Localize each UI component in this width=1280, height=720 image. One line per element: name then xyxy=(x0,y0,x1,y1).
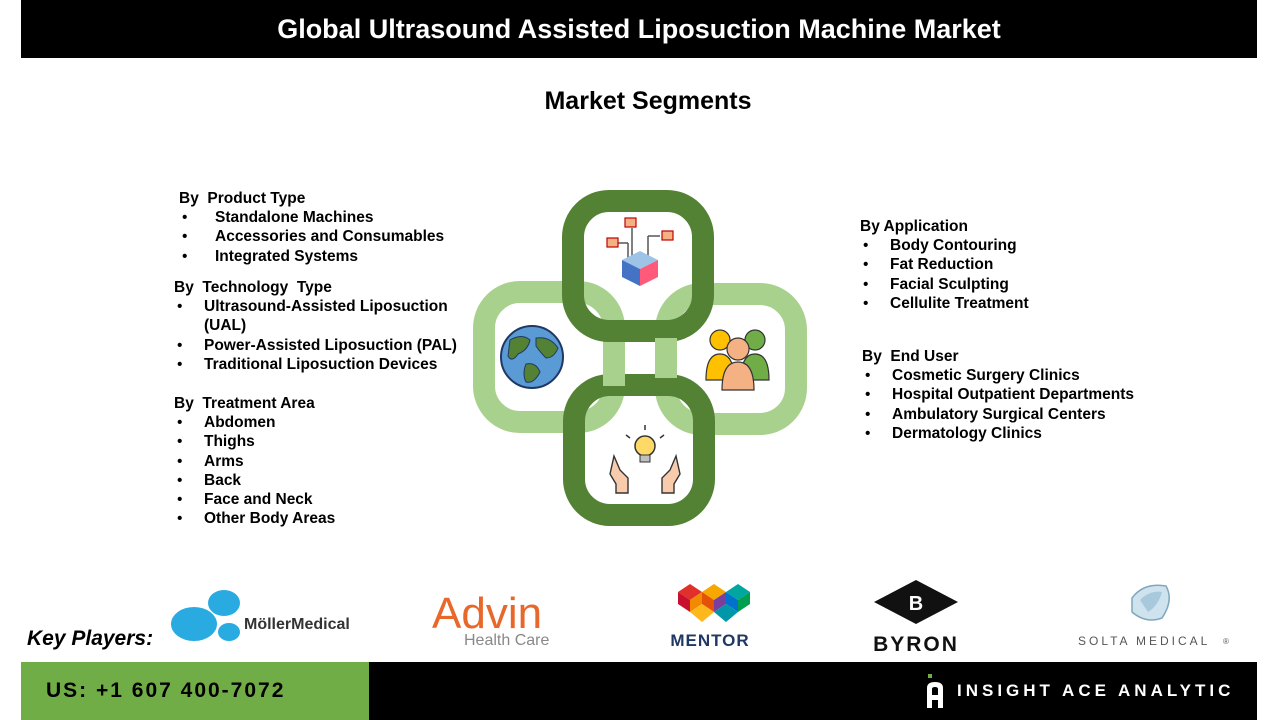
brand-name: INSIGHT ACE ANALYTIC xyxy=(957,681,1235,700)
segment-item: Dermatology Clinics xyxy=(862,424,1134,443)
segment-heading: By End User xyxy=(862,348,959,365)
segment-item: Cosmetic Surgery Clinics xyxy=(862,366,1134,385)
byron-logo: B BYRON xyxy=(868,576,964,656)
segment-heading: By Product Type xyxy=(179,190,306,207)
segment-item: Hospital Outpatient Departments xyxy=(862,385,1134,404)
segment-treatment-area: By Treatment Area Abdomen Thighs Arms Ba… xyxy=(174,394,335,529)
cube-network-icon xyxy=(606,217,674,286)
moller-medical-name: MöllerMedical xyxy=(244,616,350,633)
footer-phone-box: US: +1 607 400-7072 xyxy=(21,662,369,720)
mentor-logo: MENTOR xyxy=(664,578,756,653)
advin-name: Advin xyxy=(432,589,542,638)
segment-item: Fat Reduction xyxy=(860,255,1029,274)
segment-item: Power-Assisted Liposuction (PAL) xyxy=(174,336,474,355)
segment-item: Traditional Liposuction Devices xyxy=(174,355,474,374)
solta-name: SOLTA xyxy=(1078,634,1131,648)
contact-phone[interactable]: US: +1 607 400-7072 xyxy=(46,679,286,702)
segment-item: Thighs xyxy=(174,432,335,451)
byron-name: BYRON xyxy=(873,633,959,656)
segment-item: Ambulatory Surgical Centers xyxy=(862,405,1134,424)
ring-bottom xyxy=(563,374,715,526)
segments-diagram xyxy=(473,190,807,526)
segment-product-type: By Product Type Standalone Machines Acce… xyxy=(179,189,444,266)
segment-item: Facial Sculpting xyxy=(860,275,1029,294)
advin-logo: Advin Health Care xyxy=(430,583,570,653)
mentor-name: MENTOR xyxy=(670,631,749,650)
page-title: Global Ultrasound Assisted Liposuction M… xyxy=(277,13,1001,44)
segment-item: Other Body Areas xyxy=(174,509,335,528)
segment-item: Body Contouring xyxy=(860,236,1029,255)
idea-hands-icon xyxy=(609,425,681,494)
ring-top xyxy=(562,190,714,342)
insight-ace-mark-icon xyxy=(927,674,943,708)
segment-item: Integrated Systems xyxy=(179,247,444,266)
solta-subtitle: MEDICAL xyxy=(1136,634,1210,648)
segment-item: Arms xyxy=(174,452,335,471)
title-bar: Global Ultrasound Assisted Liposuction M… xyxy=(21,0,1257,58)
segment-item: Accessories and Consumables xyxy=(179,227,444,246)
solta-trademark: ® xyxy=(1223,637,1229,646)
segment-end-user: By End User Cosmetic Surgery Clinics Hos… xyxy=(862,347,1134,443)
brand-logo: INSIGHT ACE ANALYTIC xyxy=(925,674,1234,708)
section-subtitle: Market Segments xyxy=(544,87,752,115)
segment-item: Ultrasound-Assisted Liposuction (UAL) xyxy=(174,297,474,335)
segment-item: Back xyxy=(174,471,335,490)
segment-heading: By Treatment Area xyxy=(174,395,315,412)
segment-item: Standalone Machines xyxy=(179,208,444,227)
svg-text:B: B xyxy=(909,593,923,615)
advin-subtitle: Health Care xyxy=(464,632,549,649)
key-players-label: Key Players: xyxy=(27,627,154,650)
segment-technology-type: By Technology Type Ultrasound-Assisted L… xyxy=(174,278,474,374)
globe-icon xyxy=(500,325,564,389)
segment-item: Cellulite Treatment xyxy=(860,294,1029,313)
group-people-icon xyxy=(705,329,770,391)
moller-medical-logo: MöllerMedical xyxy=(168,582,358,652)
segment-heading: By Application xyxy=(860,218,968,235)
segment-item: Abdomen xyxy=(174,413,335,432)
segment-heading: By Technology Type xyxy=(174,279,332,296)
segment-application: By Application Body Contouring Fat Reduc… xyxy=(860,217,1029,313)
segment-item: Face and Neck xyxy=(174,490,335,509)
solta-medical-logo: SOLTA MEDICAL ® xyxy=(1074,578,1234,650)
